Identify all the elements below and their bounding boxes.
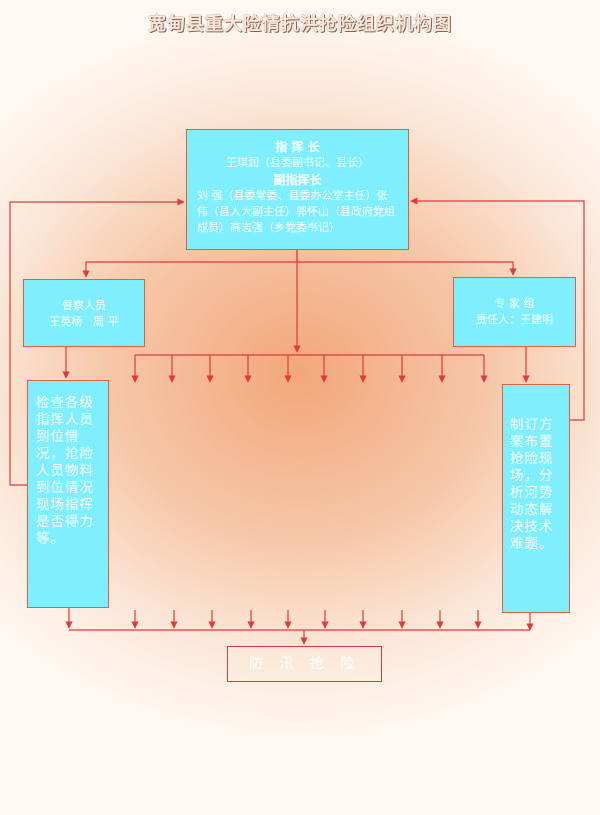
expert-group-box: 专 家 组 责任人：王建明	[453, 277, 576, 347]
commander-heading: 指 挥 长	[275, 140, 320, 154]
deputy-heading: 副指挥长	[273, 173, 322, 187]
connector-commander-supervision	[82, 250, 298, 278]
supervision-task-box: 检查各级指挥人员到位情况，抢险人员物料到位情况现场指挥是否得力等。	[27, 380, 109, 608]
feedback-left	[9, 198, 185, 486]
expert-task-box: 制订方案布置抢险现场，分析河势动态解决技术难题。	[502, 384, 570, 613]
feedback-right	[410, 197, 585, 421]
expert-group-title: 专 家 组	[494, 297, 535, 310]
chart-title: 宽甸县重大险情抗洪抢险组织机构图	[148, 14, 452, 35]
expert-group-leader: 责任人：王建明	[476, 313, 553, 326]
commander-name: 王琪润（县委副书记、县长）	[226, 156, 369, 169]
deputy-list: 刘 强（县委常委、县委办公室主任）张 伟（县人大副主任）郭怀山（县政府党组成员）…	[197, 189, 395, 234]
connector-commander-expert	[297, 261, 517, 276]
commander-box: 指 挥 长 王琪润（县委副书记、县长） 副指挥长 刘 强（县委常委、县委办公室主…	[186, 129, 409, 250]
flood-action-box: 防 汛 抢 险	[227, 646, 382, 682]
supervision-title: 督察人员	[62, 299, 106, 312]
supervision-members: 王英杨 周 平	[49, 315, 119, 328]
supervision-box: 督察人员 王英杨 周 平	[23, 279, 145, 347]
